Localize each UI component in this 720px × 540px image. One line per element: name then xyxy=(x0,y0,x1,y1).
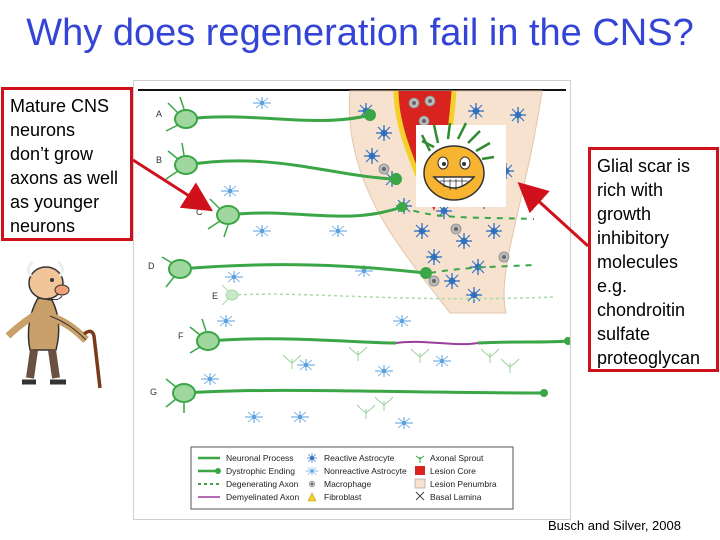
svg-text:Lesion Core: Lesion Core xyxy=(430,466,476,476)
right-callout-line: molecules xyxy=(597,252,679,272)
legend: Neuronal Process Dystrophic Ending Degen… xyxy=(190,446,514,510)
old-man-with-cane-icon xyxy=(5,260,102,389)
right-callout-line: inhibitory xyxy=(597,228,670,248)
neuron-f: F xyxy=(178,318,570,354)
right-callout-line: rich with xyxy=(597,180,664,200)
right-callout-line: sulfate xyxy=(597,324,651,344)
neuron-d: D xyxy=(148,256,535,288)
right-callout-box: Glial scar is rich with growth inhibitor… xyxy=(588,147,719,372)
left-callout-line: neurons xyxy=(10,120,76,140)
right-callout-line: proteoglycan xyxy=(597,348,701,368)
left-callout-line: Mature CNS xyxy=(10,96,110,116)
legend-fibroblast: Fibroblast xyxy=(307,492,362,502)
left-callout-box: Mature CNS neurons don’t grow axons as w… xyxy=(1,87,133,241)
row-label-f: F xyxy=(178,331,184,341)
row-label-c: C xyxy=(196,207,203,217)
svg-text:Basal Lamina: Basal Lamina xyxy=(430,492,482,502)
left-callout-line: neurons xyxy=(10,216,76,236)
axonal-sprouts xyxy=(282,346,520,420)
row-label-b: B xyxy=(156,155,162,165)
legend-reactive-astrocyte: Reactive Astrocyte xyxy=(306,452,395,464)
legend-basal-lamina: Basal Lamina xyxy=(415,491,482,502)
legend-axonal-sprout: Axonal Sprout xyxy=(415,453,484,463)
legend-demyelinated-axon: Demyelinated Axon xyxy=(198,492,300,502)
legend-degenerating-axon: Degenerating Axon xyxy=(198,479,299,489)
svg-text:Dystrophic Ending: Dystrophic Ending xyxy=(226,466,295,476)
neuron-a: A xyxy=(156,96,376,132)
svg-text:Demyelinated Axon: Demyelinated Axon xyxy=(226,492,300,502)
svg-text:Macrophage: Macrophage xyxy=(324,479,372,489)
legend-dystrophic-ending: Dystrophic Ending xyxy=(198,466,295,476)
row-label-g: G xyxy=(150,387,157,397)
svg-text:Reactive Astrocyte: Reactive Astrocyte xyxy=(324,453,395,463)
svg-text:Axonal Sprout: Axonal Sprout xyxy=(430,453,484,463)
neuron-e: E xyxy=(212,284,555,306)
row-label-d: D xyxy=(148,261,155,271)
svg-text:Nonreactive Astrocyte: Nonreactive Astrocyte xyxy=(324,466,407,476)
citation: Busch and Silver, 2008 xyxy=(548,518,681,533)
neuron-g: G xyxy=(150,378,548,413)
left-callout-line: don’t grow xyxy=(10,144,94,164)
neuron-c: C xyxy=(196,198,535,238)
legend-neuronal-process: Neuronal Process xyxy=(198,453,294,463)
right-callout-line: growth xyxy=(597,204,652,224)
legend-macrophage: Macrophage xyxy=(308,479,372,489)
svg-text:Lesion Penumbra: Lesion Penumbra xyxy=(430,479,497,489)
glial-scar-figure: A B C D E xyxy=(133,80,571,520)
row-label-a: A xyxy=(156,109,162,119)
left-callout-line: axons as well xyxy=(10,168,119,188)
row-label-e: E xyxy=(212,291,218,301)
svg-text:Fibroblast: Fibroblast xyxy=(324,492,362,502)
legend-lesion-core: Lesion Core xyxy=(415,466,476,476)
right-callout-line: chondroitin xyxy=(597,300,686,320)
svg-text:Neuronal Process: Neuronal Process xyxy=(226,453,294,463)
grinning-face-icon xyxy=(416,122,506,207)
right-callout-line: e.g. xyxy=(597,276,628,296)
svg-text:Degenerating Axon: Degenerating Axon xyxy=(226,479,299,489)
legend-lesion-penumbra: Lesion Penumbra xyxy=(414,478,497,489)
left-callout-line: as younger xyxy=(10,192,100,212)
legend-nonreactive-astrocyte: Nonreactive Astrocyte xyxy=(305,466,407,476)
right-callout-line: Glial scar is xyxy=(597,156,691,176)
neuron-lesion-diagram: A B C D E xyxy=(138,89,570,510)
slide-title: Why does regeneration fail in the CNS? xyxy=(26,12,694,54)
